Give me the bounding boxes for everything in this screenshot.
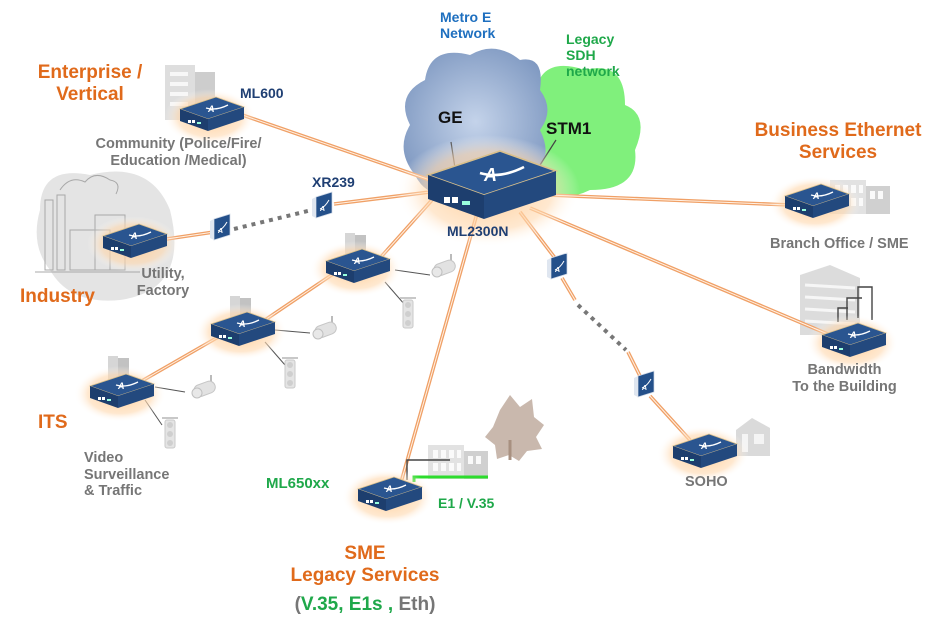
business-ethernet-category: Business Ethernet Services xyxy=(754,120,922,163)
link-hub-business-highlight xyxy=(547,194,791,206)
its-device-1[interactable] xyxy=(194,303,288,361)
its-device-0[interactable] xyxy=(73,365,167,423)
services-legacy: V.35, E1s xyxy=(300,594,383,615)
bandwidth-building-description: Bandwidth To the Building xyxy=(792,362,897,395)
link-soho-b-highlight xyxy=(627,351,641,377)
sme-services-list: (V.35, E1s , Eth) xyxy=(270,594,460,616)
soho-description: SOHO xyxy=(685,474,728,490)
sme-building-icon xyxy=(428,445,488,479)
services-ethernet: Eth) xyxy=(393,594,436,615)
enterprise-vertical-category: Enterprise / Vertical xyxy=(37,62,143,105)
xr239-modem-right[interactable] xyxy=(311,191,333,219)
sme-legacy-services-category: SME Legacy Services xyxy=(290,543,440,586)
community-description: Community (Police/Fire/ Education /Medic… xyxy=(95,136,262,169)
ml2300n-model-label: ML2300N xyxy=(447,223,509,239)
metro-e-network-label: Metro E Network xyxy=(440,9,496,42)
ge-interface-label: GE xyxy=(438,108,463,127)
camera-icon xyxy=(431,253,458,279)
camera-icon xyxy=(191,374,218,400)
ml650xx-device[interactable] xyxy=(341,468,435,526)
legacy-sdh-network-label: Legacy SDH network xyxy=(566,31,620,80)
link-hub-building-highlight xyxy=(529,207,831,336)
utility-factory-description: Utility, Factory xyxy=(136,266,190,299)
its-category: ITS xyxy=(38,412,68,433)
stm1-interface-label: STM1 xyxy=(546,119,592,138)
xr239-modem-left[interactable] xyxy=(209,213,231,241)
ml650xx-model-label: ML650xx xyxy=(266,475,330,492)
industry-device[interactable] xyxy=(86,215,180,273)
xr239-model-label: XR239 xyxy=(312,174,355,190)
link-xr239-dotted xyxy=(233,207,317,231)
business-device[interactable] xyxy=(768,175,862,233)
link-soho-dotted xyxy=(576,303,628,352)
video-surveillance-description: Video Surveillance & Traffic xyxy=(84,450,170,500)
link-hub-ml600-highlight xyxy=(227,109,431,181)
its-device-2[interactable] xyxy=(309,240,403,298)
e1-v35-interface-label: E1 / V.35 xyxy=(438,495,495,511)
traffic-light-icon xyxy=(161,417,179,449)
link-modem-soho-a-highlight xyxy=(561,277,576,301)
tree-icon xyxy=(485,395,544,461)
industry-category: Industry xyxy=(20,286,95,307)
camera-icon xyxy=(312,315,339,341)
soho-modem-top[interactable] xyxy=(546,252,568,280)
ml600-model-label: ML600 xyxy=(240,85,284,101)
soho-modem-bottom[interactable] xyxy=(633,370,655,398)
branch-office-description: Branch Office / SME xyxy=(770,236,909,252)
traffic-light-icon xyxy=(281,357,299,389)
services-separator: , xyxy=(382,594,394,615)
link-hub-ml650-highlight xyxy=(399,209,479,487)
services-prefix: ( xyxy=(294,594,301,615)
